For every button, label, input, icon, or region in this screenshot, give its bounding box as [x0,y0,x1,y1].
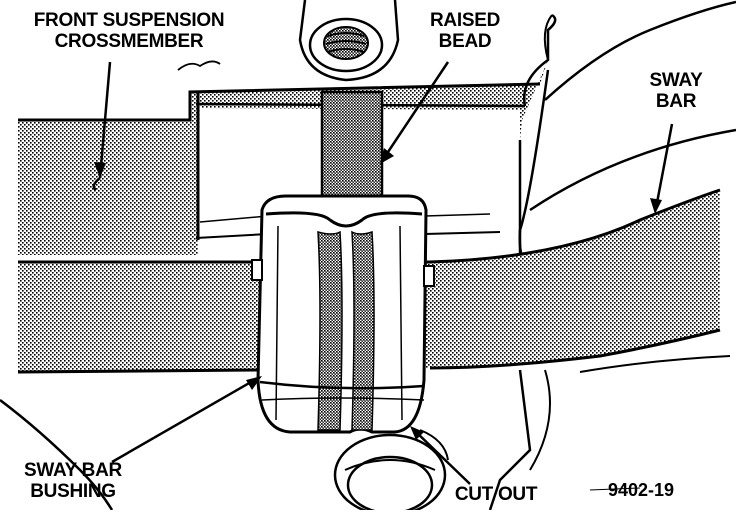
label-cut-out: CUT OUT [454,484,538,505]
label-sway-bar: SWAY BAR [649,70,703,112]
leader-sway-bar [654,123,674,209]
crossmember-right-flange [523,13,557,107]
figure-number: 9402-19 [608,480,675,500]
leader-cut-out [413,429,471,485]
label-sway-bar-bushing: SWAY BAR BUSHING [24,460,122,502]
leader-raised-bead [382,61,450,159]
label-front-suspension-crossmember: FRONT SUSPENSION CROSSMEMBER [33,10,225,52]
label-raised-bead: RAISED BEAD [430,10,500,52]
leader-crossmember [92,61,112,192]
crossmember-left-section [18,92,198,255]
leader-bushing [111,376,259,464]
